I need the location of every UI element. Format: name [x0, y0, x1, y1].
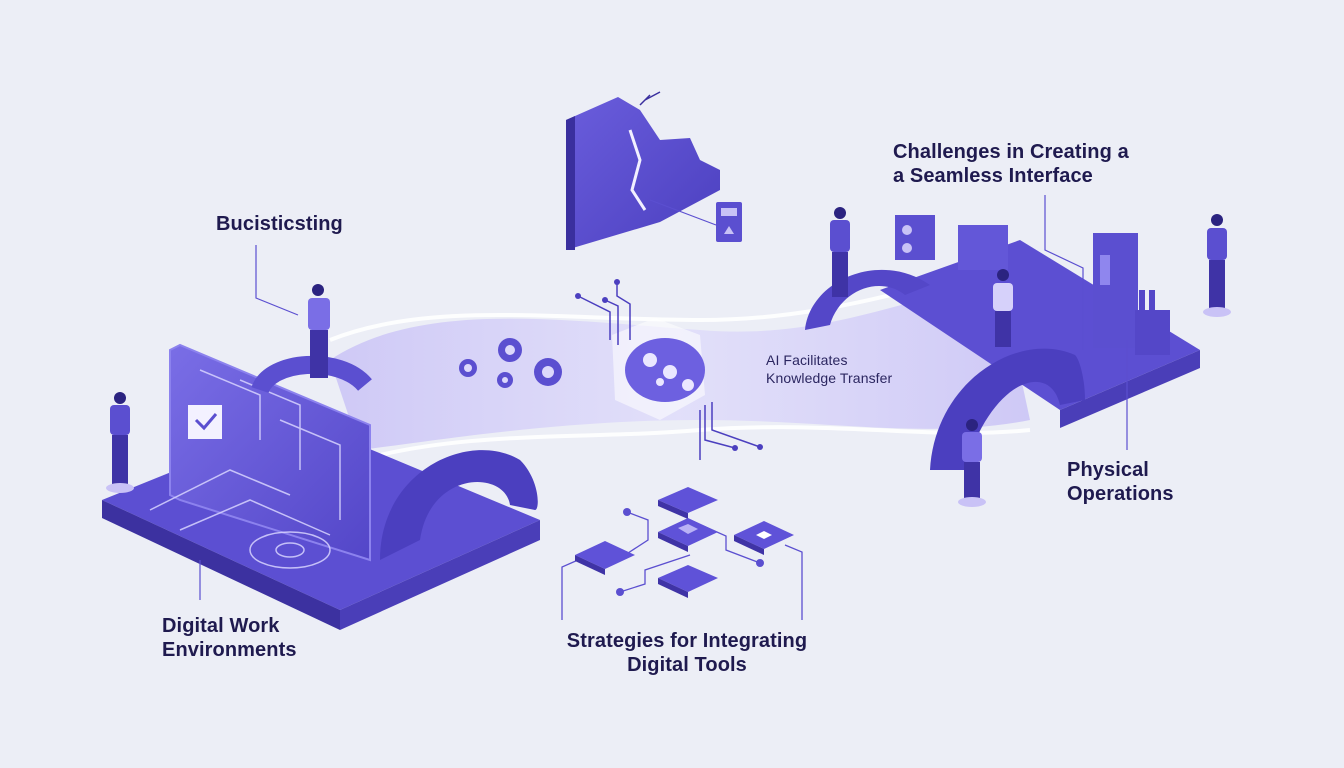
person-icon — [106, 392, 134, 493]
broken-wall-icon — [566, 91, 742, 250]
checkbox-icon — [188, 405, 222, 439]
label-top-left: Bucisticsting — [216, 213, 343, 235]
person-icon — [958, 419, 986, 507]
person-icon — [993, 269, 1013, 347]
label-strategies: Strategies for Integrating Digital Tools — [566, 630, 808, 676]
brain-gears-icon — [575, 279, 763, 460]
person-figures — [106, 207, 1231, 507]
person-icon — [1203, 214, 1231, 317]
leader-lines — [199, 195, 1128, 600]
gears-icon — [459, 338, 562, 388]
label-physical-operations: Physical Operations — [1067, 459, 1174, 505]
person-icon — [308, 284, 330, 378]
connected-blocks-icon — [561, 487, 803, 620]
person-icon — [830, 207, 850, 297]
label-challenges: Challenges in Creating a a Seamless Inte… — [893, 141, 1129, 187]
digital-platform — [102, 343, 540, 630]
label-digital-work-environments: Digital Work Environments — [162, 615, 297, 661]
label-ai-facilitates: AI Facilitates Knowledge Transfer — [766, 352, 893, 386]
